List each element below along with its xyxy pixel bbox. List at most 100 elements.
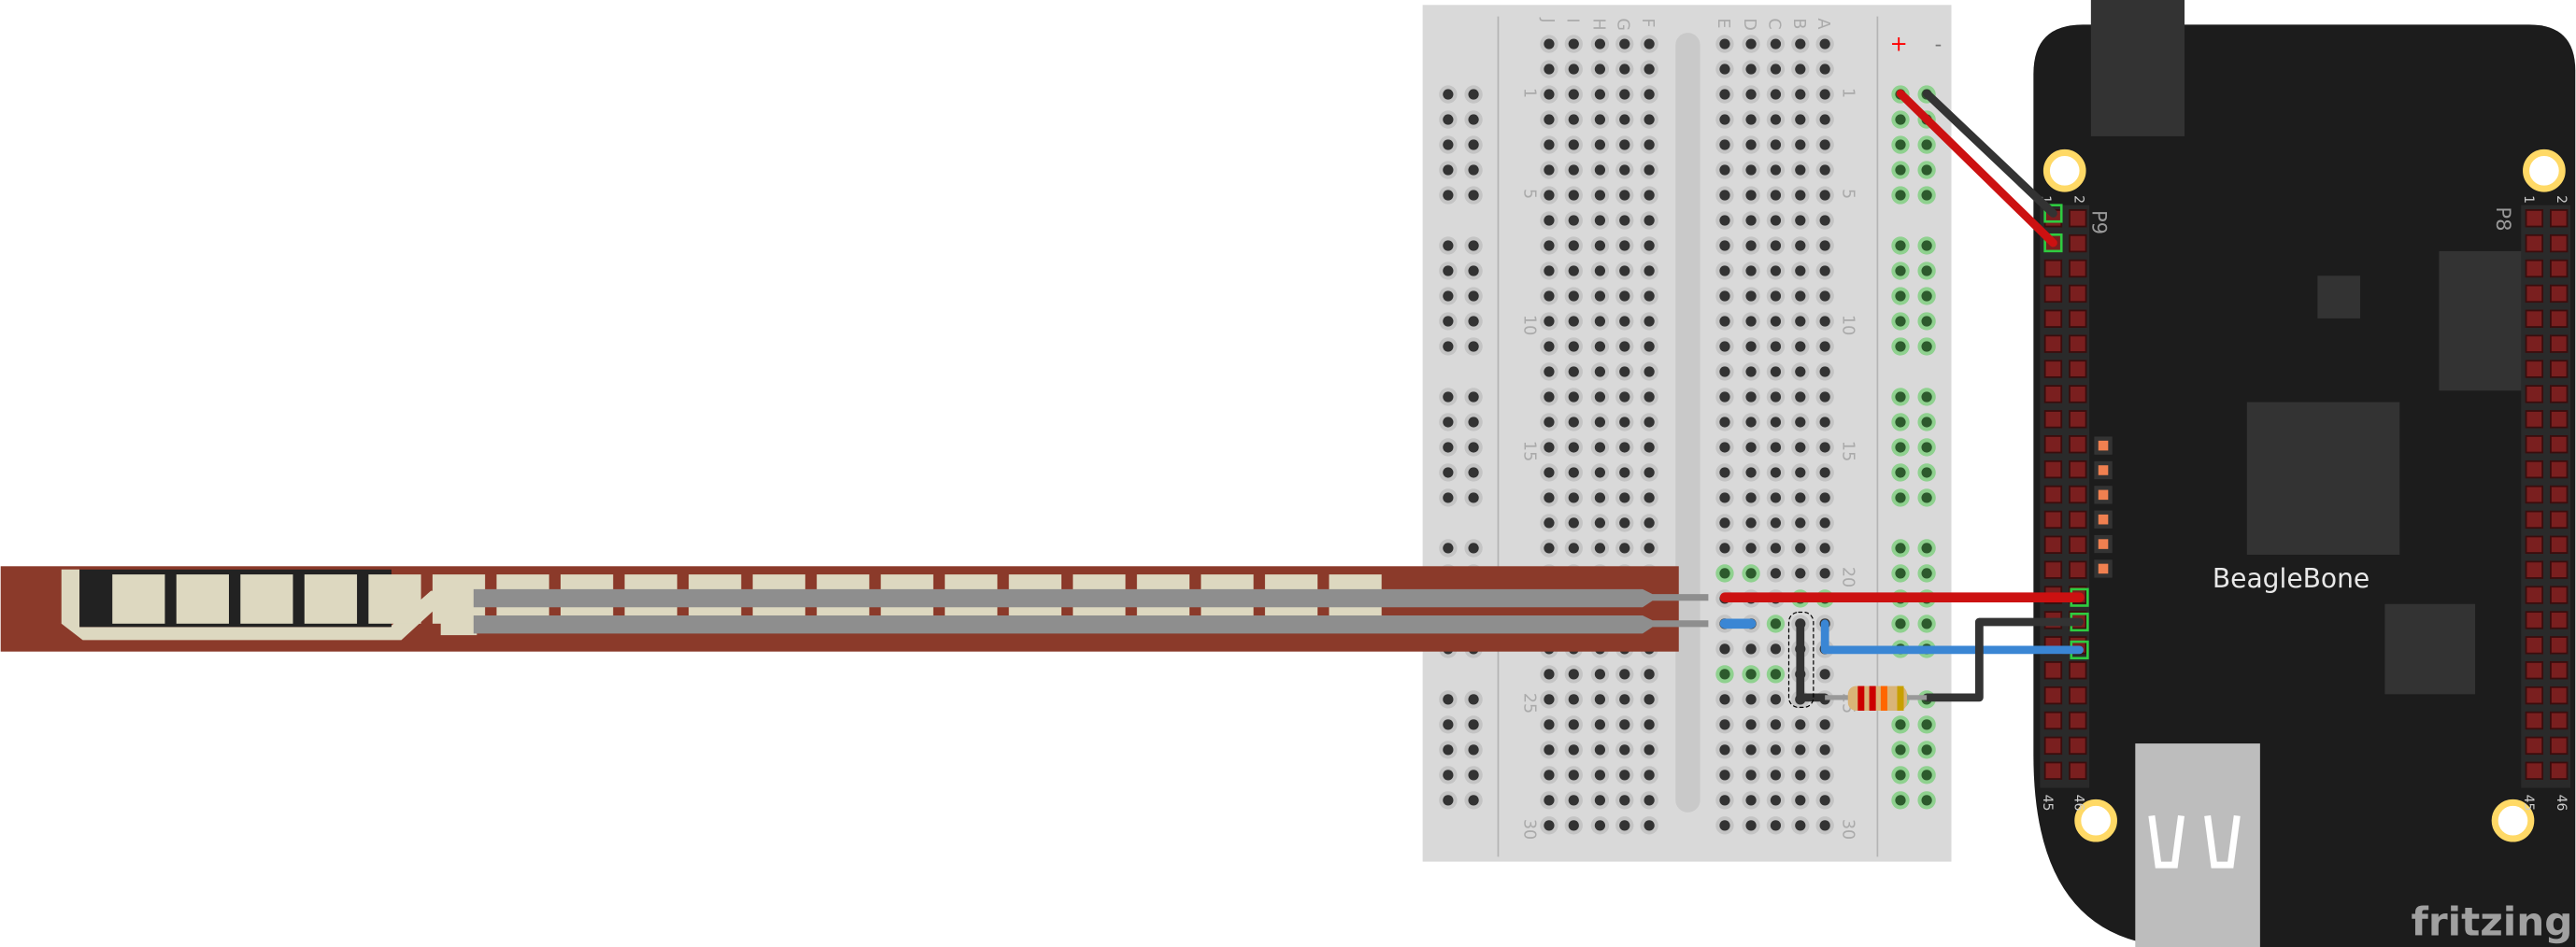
resistor-band [1897, 686, 1904, 711]
header-pin[interactable] [2550, 485, 2569, 504]
header-pin[interactable] [2550, 360, 2569, 378]
beaglebone-board: BeagleBone P9 P8 1 2 1 2 45 46 45 46 [2033, 0, 2576, 947]
header-pin[interactable] [2069, 209, 2087, 228]
header-pin[interactable] [2525, 736, 2544, 756]
resistor[interactable] [1825, 686, 1928, 711]
header-pin[interactable] [2069, 459, 2087, 479]
header-pin[interactable] [2525, 636, 2544, 655]
header-pin[interactable] [2550, 284, 2569, 304]
header-pin[interactable] [2043, 736, 2063, 756]
wire-red-power[interactable] [1896, 89, 2057, 247]
header-pin[interactable] [2043, 761, 2063, 780]
header-pin[interactable] [2069, 560, 2087, 579]
header-pin[interactable] [2069, 233, 2087, 253]
header-pin[interactable] [2069, 410, 2087, 429]
header-pin[interactable] [2550, 761, 2569, 780]
header-pin[interactable] [2550, 385, 2569, 403]
header-pin[interactable] [2043, 309, 2063, 328]
header-pin[interactable] [2043, 459, 2063, 479]
wire-black-jumper[interactable] [1796, 619, 1829, 702]
rail-plus-label: + [1890, 32, 1908, 56]
header-pin[interactable] [2550, 410, 2569, 429]
header-pin[interactable] [2550, 233, 2569, 253]
header-pin[interactable] [2525, 535, 2544, 554]
header-pin[interactable] [2525, 309, 2544, 328]
header-pin[interactable] [2043, 435, 2063, 454]
header-pin[interactable] [2525, 360, 2544, 378]
header-pin[interactable] [2069, 535, 2087, 554]
header-pin[interactable] [2043, 485, 2063, 504]
breadboard-labels: JIHGFEDCBA115510101515202025253030 [1520, 17, 1857, 840]
header-pin[interactable] [2069, 259, 2087, 278]
header-pin[interactable] [2525, 435, 2544, 454]
row-number: 20 [1838, 567, 1857, 587]
header-pin[interactable] [2069, 661, 2087, 680]
header-pin[interactable] [2525, 661, 2544, 680]
header-pin[interactable] [2550, 209, 2569, 228]
header-pin[interactable] [2043, 410, 2063, 429]
header-pin[interactable] [2525, 611, 2544, 629]
header-pin[interactable] [2069, 385, 2087, 403]
header-pin[interactable] [2043, 711, 2063, 730]
header-pin[interactable] [2550, 661, 2569, 680]
header-pin[interactable] [2550, 309, 2569, 328]
header-pin[interactable] [2043, 661, 2063, 680]
header-pin[interactable] [2525, 334, 2544, 353]
header-pin[interactable] [2069, 435, 2087, 454]
header-pin[interactable] [2550, 686, 2569, 705]
header-pin[interactable] [2550, 459, 2569, 479]
header-pin[interactable] [2550, 560, 2569, 579]
header-pin[interactable] [2069, 761, 2087, 780]
header-pin[interactable] [2069, 284, 2087, 304]
header-pin[interactable] [2525, 510, 2544, 530]
header-pin[interactable] [2043, 510, 2063, 530]
wire-black-ground[interactable] [1922, 89, 2057, 218]
header-pin[interactable] [2525, 761, 2544, 780]
flex-segment [112, 574, 165, 624]
header-pin[interactable] [2525, 233, 2544, 253]
header-pin[interactable] [2550, 636, 2569, 655]
header-pin[interactable] [2550, 259, 2569, 278]
header-pin[interactable] [2043, 535, 2063, 554]
header-pin[interactable] [2550, 736, 2569, 756]
header-pin[interactable] [2043, 686, 2063, 705]
header-pin[interactable] [2550, 611, 2569, 629]
header-pin[interactable] [2525, 459, 2544, 479]
header-pin[interactable] [2525, 209, 2544, 228]
header-pin[interactable] [2525, 385, 2544, 403]
header-pin[interactable] [2525, 586, 2544, 604]
header-pin[interactable] [2550, 535, 2569, 554]
header-pin[interactable] [2525, 560, 2544, 579]
header-pin[interactable] [2069, 360, 2087, 378]
header-pin[interactable] [2043, 334, 2063, 353]
p8-pin-46-label: 46 [2554, 795, 2569, 812]
header-pin[interactable] [2525, 284, 2544, 304]
header-pin[interactable] [2043, 560, 2063, 579]
header-pin[interactable] [2550, 435, 2569, 454]
header-pin[interactable] [2550, 586, 2569, 604]
header-pin[interactable] [2525, 686, 2544, 705]
header-pin[interactable] [2550, 711, 2569, 730]
header-pin[interactable] [2069, 334, 2087, 353]
column-letter: A [1814, 18, 1832, 29]
header-pin[interactable] [2043, 259, 2063, 278]
header-pin[interactable] [2069, 309, 2087, 328]
header-pin[interactable] [2525, 259, 2544, 278]
header-pin[interactable] [2525, 410, 2544, 429]
header-pin[interactable] [2550, 510, 2569, 530]
header-pin[interactable] [2069, 686, 2087, 705]
header-pin[interactable] [2043, 385, 2063, 403]
header-pin[interactable] [2043, 360, 2063, 378]
header-pin[interactable] [2069, 510, 2087, 530]
flex-lead-1 [473, 588, 1709, 608]
header-pin[interactable] [2525, 711, 2544, 730]
wire-black-ground-2[interactable] [1922, 617, 2084, 702]
header-pin[interactable] [2069, 736, 2087, 756]
header-pin[interactable] [2069, 711, 2087, 730]
header-pin[interactable] [2043, 284, 2063, 304]
header-pin[interactable] [2550, 334, 2569, 353]
header-pin[interactable] [2525, 485, 2544, 504]
header-pin[interactable] [2069, 485, 2087, 504]
column-letter: E [1714, 18, 1732, 28]
wire-blue-analog[interactable] [1820, 619, 2084, 655]
